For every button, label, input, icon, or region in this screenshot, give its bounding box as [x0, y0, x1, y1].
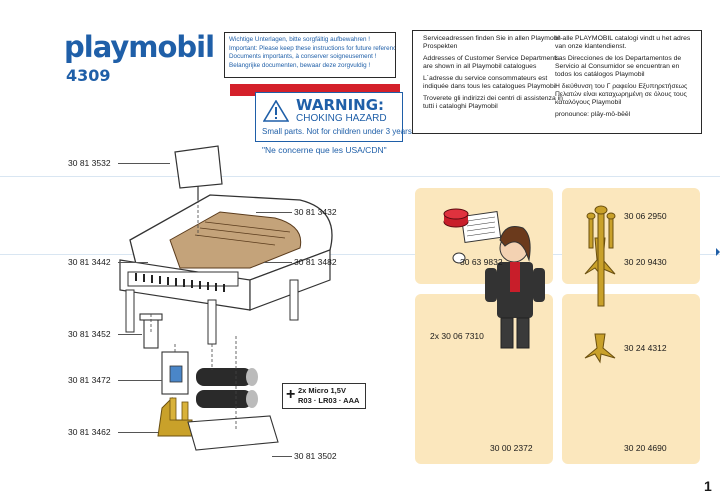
- notice-line-nl: Belangrijke documenten, bewaar deze zorg…: [229, 61, 371, 69]
- model-number: 4309: [66, 66, 111, 85]
- addresses-left-column: Serviceadressen finden Sie in allen Play…: [423, 35, 563, 115]
- edge-arrow-icon: [716, 248, 720, 256]
- address-fr: L´adresse du service consommateurs est i…: [423, 75, 557, 90]
- battery-spec-box: [282, 383, 366, 409]
- battery-spec-line1: 2x Micro 1,5V: [298, 386, 346, 395]
- warning-title: WARNING:: [296, 96, 385, 114]
- batteries-part: [196, 368, 258, 408]
- customer-service-addresses: Serviceadressen finden Sie in allen Play…: [412, 30, 702, 134]
- battery-cover-part: [187, 415, 279, 451]
- part-number-3432: 30 81 3432: [294, 207, 337, 217]
- usa-cdn-note: "Ne concerne que les USA/CDN": [262, 145, 387, 155]
- part-number-9832: 30 63 9832: [460, 257, 503, 267]
- warning-triangle-icon: [263, 100, 289, 122]
- part-number-3452: 30 81 3452: [68, 329, 111, 339]
- panel-figure: [415, 294, 553, 464]
- battery-plus-symbol: +: [286, 386, 296, 403]
- panel-stool: [562, 188, 700, 284]
- notice-line-en: Important: Please keep these instruction…: [229, 44, 396, 52]
- part-number-7310: 2x 30 06 7310: [430, 331, 484, 341]
- part-number-3502: 30 81 3502: [294, 451, 337, 461]
- sheet-music-part: [460, 211, 502, 243]
- gold-pedals-part: [157, 396, 193, 437]
- notice-line-fr: Documents importants, à conserver soigne…: [229, 53, 377, 61]
- addresses-right-column: In alle PLAYMOBIL catalogi vindt u het a…: [555, 35, 695, 123]
- page-number: 1: [704, 478, 712, 494]
- leader-3462: [118, 432, 158, 433]
- guide-line-top: [0, 176, 720, 177]
- part-number-3482: 30 81 3482: [294, 257, 337, 267]
- playmobil-logo: playmobil: [64, 30, 215, 64]
- battery-spec-line2: R03 · LR03 · AAA: [298, 396, 360, 405]
- keep-instructions-notice: Wichtige Unterlagen, bitte sorgfältig au…: [224, 32, 396, 78]
- pronounce-note: pronounce: plāy-mō-bēēl: [555, 111, 631, 118]
- grand-piano-body: [119, 194, 333, 345]
- leader-3442: [118, 262, 148, 263]
- candelabra-top-part: [586, 205, 616, 307]
- leader-3472: [118, 380, 162, 381]
- leader-3532: [118, 163, 170, 164]
- accessories-drawing: [443, 205, 616, 364]
- part-number-2950: 30 06 2950: [624, 211, 667, 221]
- part-number-2372: 30 00 2372: [490, 443, 533, 453]
- panel-candelabra: [562, 294, 700, 464]
- leader-3502: [272, 456, 292, 457]
- warning-small-parts: Small parts. Not for children under 3 ye…: [262, 127, 415, 136]
- guide-line-middle: [0, 254, 720, 255]
- warning-box: [255, 92, 403, 142]
- address-es: Las Direcciones de los Departamentos de …: [555, 55, 682, 78]
- pianist-figure: [452, 226, 545, 349]
- part-number-3532: 30 81 3532: [68, 158, 111, 168]
- part-number-4312: 30 24 4312: [624, 343, 667, 353]
- piano-exploded-drawing: [119, 145, 333, 451]
- address-en: Addresses of Customer Service Department…: [423, 55, 560, 70]
- assembly-guide-lines: [150, 200, 237, 430]
- candelabra-base-part: [584, 333, 616, 364]
- pedal-lyre-part: [161, 351, 189, 395]
- address-nl: In alle PLAYMOBIL catalogi vindt u het a…: [555, 35, 691, 50]
- notice-line-de: Wichtige Unterlagen, bitte sorgfältig au…: [229, 36, 371, 43]
- warning-subtitle: CHOKING HAZARD: [296, 113, 387, 124]
- part-number-9430: 30 20 9430: [624, 257, 667, 267]
- part-number-3472: 30 81 3472: [68, 375, 111, 385]
- music-stand-part: [174, 145, 223, 200]
- address-de: Serviceadressen finden Sie in allen Play…: [423, 35, 563, 50]
- leader-3452: [118, 334, 142, 335]
- address-it: Troverete gli indirizzi dei centri di as…: [423, 95, 563, 110]
- part-number-4690: 30 20 4690: [624, 443, 667, 453]
- part-number-3462: 30 81 3462: [68, 427, 111, 437]
- stool-cushion-part: [443, 208, 469, 228]
- address-gr: Η διεύθυνση του Γ ραφείου Εξυπηρετήσεως …: [555, 83, 688, 106]
- leader-3482: [264, 262, 292, 263]
- leader-3432: [256, 212, 292, 213]
- part-number-3442: 30 81 3442: [68, 257, 111, 267]
